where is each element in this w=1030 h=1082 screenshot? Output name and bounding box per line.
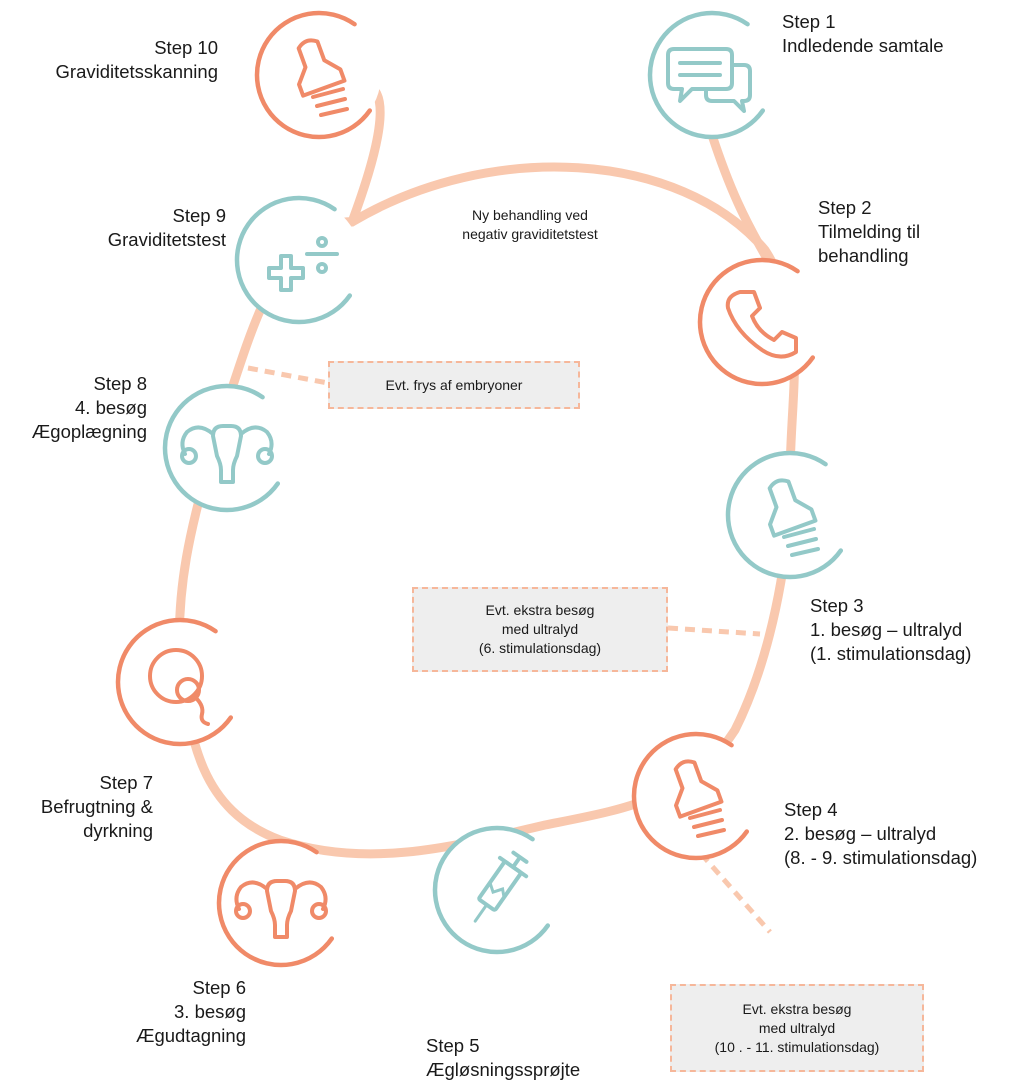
step-7-label: Step 7 Befrugtning & dyrkning: [8, 771, 153, 843]
step-4-label: Step 4 2. besøg – ultralyd (8. - 9. stim…: [784, 798, 977, 870]
step-2-label: Step 2 Tilmelding til behandling: [818, 196, 920, 268]
note-extra-visit-1: Evt. ekstra besøg med ultralyd (6. stimu…: [412, 587, 668, 672]
uterus-icon: [180, 424, 274, 484]
step-ring: [432, 825, 551, 955]
connector-step1: [707, 130, 770, 260]
step-label-line: Step 1: [782, 11, 836, 32]
center-note-line: negativ graviditetstest: [462, 226, 598, 242]
step-ring: [115, 617, 234, 747]
sperm-egg-icon: [148, 648, 210, 726]
phone-icon: [725, 290, 798, 359]
ultrasound-probe-icon: [296, 38, 349, 117]
connector-note-extra2: [643, 788, 772, 934]
step-ring: [697, 257, 816, 387]
connector-note-frys: [247, 365, 329, 386]
step-5-node: [432, 825, 559, 955]
note-extra-visit-2: Evt. ekstra besøg med ultralyd (10 . - 1…: [670, 984, 924, 1072]
step-10-label: Step 10 Graviditetsskanning: [10, 36, 218, 84]
step-label-line: Ægudtagning: [135, 1025, 246, 1046]
note-line: (10 . - 11. stimulationsdag): [714, 1038, 880, 1055]
step-1-node: [647, 10, 774, 140]
center-note: Ny behandling ved negativ graviditetstes…: [420, 206, 640, 244]
step-label-line: Ægløsningssprøjte: [426, 1059, 581, 1080]
step-label-line: 2. besøg – ultralyd: [784, 823, 937, 844]
step-label-line: 1. besøg – ultralyd: [810, 619, 963, 640]
step-label-line: Step 6: [192, 977, 247, 998]
step-label-line: Graviditetsskanning: [55, 61, 218, 82]
step-6-node: [216, 838, 343, 968]
step-ring: [725, 450, 844, 580]
step-ring: [234, 195, 353, 325]
step-9-node: [234, 195, 361, 325]
step-label-line: Befrugtning &: [40, 796, 153, 817]
step-label-line: (1. stimulationsdag): [810, 643, 972, 664]
note-line: med ultralyd: [501, 621, 579, 637]
step-label-line: Step 8: [93, 373, 148, 394]
step-label-line: Step 5: [426, 1035, 480, 1056]
step-3-node: [725, 450, 852, 580]
step-10-node: [254, 10, 381, 140]
step-label-line: Ægoplægning: [31, 421, 147, 442]
ultrasound-probe-icon: [673, 759, 726, 838]
step-label-line: Step 9: [172, 205, 227, 226]
step-ring: [162, 383, 281, 513]
uterus-icon: [234, 879, 328, 939]
step-1-label: Step 1 Indledende samtale: [782, 10, 943, 58]
step-ring: [647, 10, 766, 140]
note-line: (6. stimulationsdag): [478, 640, 602, 656]
step-label-line: Indledende samtale: [782, 35, 944, 56]
note-line: Evt. ekstra besøg: [485, 602, 595, 618]
step-label-line: 4. besøg: [75, 397, 147, 418]
step-label-line: dyrkning: [83, 820, 153, 841]
step-8-label: Step 8 4. besøg Ægoplægning: [10, 372, 147, 444]
step-label-line: 3. besøg: [174, 1001, 246, 1022]
step-nodes: [115, 10, 852, 968]
ultrasound-probe-icon: [767, 478, 820, 557]
step-label-line: Step 7: [99, 772, 154, 793]
step-6-label: Step 6 3. besøg Ægudtagning: [110, 976, 246, 1048]
step-3-label: Step 3 1. besøg – ultralyd (1. stimulati…: [810, 594, 971, 666]
plus-divide-icon: [267, 236, 339, 292]
step-label-line: Step 4: [784, 799, 838, 820]
note-line: Evt. ekstra besøg: [742, 1000, 852, 1017]
center-note-line: Ny behandling ved: [472, 207, 588, 223]
note-line: med ultralyd: [758, 1019, 836, 1036]
step-label-line: Graviditetstest: [107, 229, 226, 250]
step-label-line: Step 2: [818, 197, 872, 218]
step-ring: [216, 838, 335, 968]
syringe-icon: [473, 850, 529, 923]
step-4-node: [631, 731, 758, 861]
step-2-node: [697, 257, 824, 387]
step-8-node: [162, 383, 289, 513]
step-9-label: Step 9 Graviditetstest: [60, 204, 226, 252]
step-label-line: Step 10: [154, 37, 218, 58]
step-label-line: behandling: [818, 245, 909, 266]
connector-note-extra1: [667, 625, 761, 637]
step-label-line: Tilmelding til: [818, 221, 921, 242]
note-freeze-embryos: Evt. frys af embryoner: [328, 361, 580, 409]
note-line: Evt. frys af embryoner: [385, 376, 523, 393]
step-ring: [254, 10, 373, 140]
step-7-node: [115, 617, 242, 747]
step-label-line: (8. - 9. stimulationsdag): [784, 847, 978, 868]
step-ring: [631, 731, 750, 861]
chat-bubbles-icon: [666, 47, 752, 113]
step-5-label: Step 5 Ægløsningssprøjte: [426, 1034, 580, 1082]
step-label-line: Step 3: [810, 595, 864, 616]
